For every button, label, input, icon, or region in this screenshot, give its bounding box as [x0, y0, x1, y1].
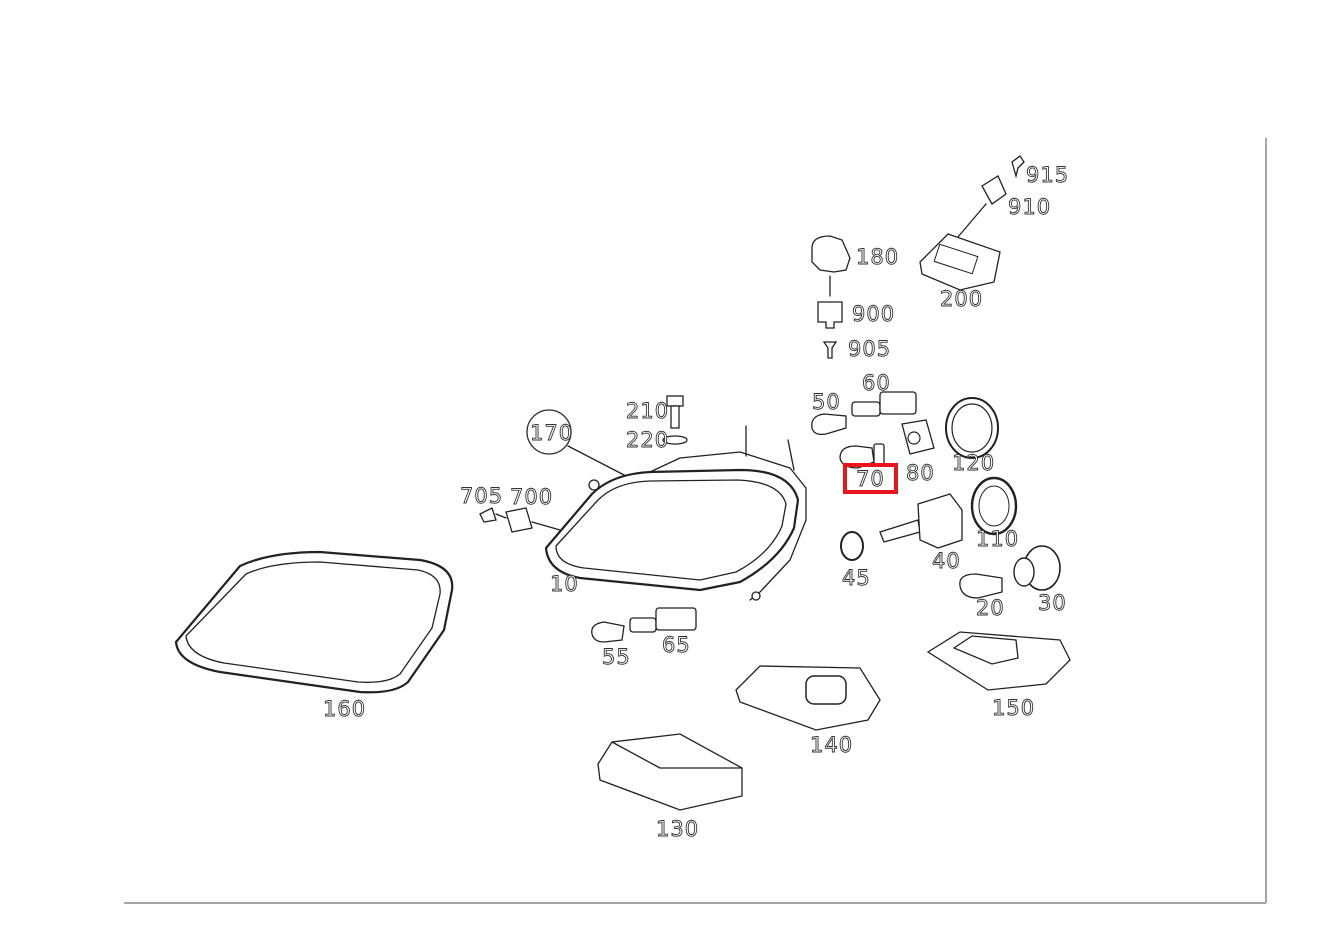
part-700-socket[interactable]	[505, 507, 561, 533]
part-180-connector[interactable]	[811, 235, 851, 297]
part-80-socket[interactable]	[901, 419, 935, 455]
part-45-ring[interactable]	[840, 531, 864, 561]
part-30-socket[interactable]	[1013, 545, 1061, 591]
part-220-washer[interactable]	[662, 435, 688, 445]
label-55: 55	[602, 645, 631, 669]
part-910-plug[interactable]	[951, 175, 1007, 245]
part-140-control-unit[interactable]	[735, 665, 881, 731]
part-130-control-unit[interactable]	[597, 733, 743, 811]
part-10-headlamp[interactable]	[544, 425, 807, 601]
label-60: 60	[862, 371, 891, 395]
label-220: 220	[626, 428, 669, 452]
label-80: 80	[906, 461, 935, 485]
label-40: 40	[932, 549, 961, 573]
label-705: 705	[460, 484, 503, 508]
label-20: 20	[976, 596, 1005, 620]
part-705-bulb[interactable]	[479, 507, 507, 523]
part-40-xenon-bulb[interactable]	[879, 493, 963, 549]
part-200-control-unit[interactable]	[919, 233, 1001, 291]
label-120: 120	[952, 451, 995, 475]
label-150: 150	[992, 696, 1035, 720]
part-915-pin[interactable]	[1011, 155, 1025, 179]
label-200: 200	[940, 287, 983, 311]
label-170: 170	[530, 421, 573, 445]
part-50-bulb[interactable]	[811, 413, 847, 436]
part-210-screw[interactable]	[666, 395, 684, 429]
part-20-bulb[interactable]	[959, 573, 1003, 599]
label-700: 700	[510, 485, 553, 509]
label-45: 45	[842, 566, 871, 590]
label-915: 915	[1026, 163, 1069, 187]
part-905-pin[interactable]	[822, 341, 838, 359]
callout-170	[526, 409, 627, 477]
part-160-lens-gasket[interactable]	[174, 550, 454, 694]
label-210: 210	[626, 399, 669, 423]
label-900: 900	[852, 302, 895, 326]
part-60-socket[interactable]	[851, 391, 917, 417]
part-70-bulb[interactable]	[839, 443, 885, 469]
label-110: 110	[976, 527, 1019, 551]
part-120-cover[interactable]	[945, 397, 999, 459]
part-900-plug[interactable]	[817, 301, 843, 329]
label-50: 50	[812, 390, 841, 414]
part-150-ballast[interactable]	[926, 631, 1071, 691]
label-180: 180	[856, 245, 899, 269]
label-30: 30	[1038, 591, 1067, 615]
label-10: 10	[550, 572, 579, 596]
part-55-bulb[interactable]	[591, 621, 625, 643]
part-65-socket[interactable]	[629, 607, 697, 633]
label-910: 910	[1008, 195, 1051, 219]
label-65: 65	[662, 633, 691, 657]
highlight-box-70	[843, 463, 898, 494]
label-130: 130	[656, 817, 699, 841]
diagram-frame	[124, 138, 1267, 904]
part-110-cap[interactable]	[970, 476, 1018, 536]
label-70-highlighted[interactable]: 70	[856, 467, 885, 492]
label-140: 140	[810, 733, 853, 757]
label-905: 905	[848, 337, 891, 361]
label-160: 160	[323, 697, 366, 721]
